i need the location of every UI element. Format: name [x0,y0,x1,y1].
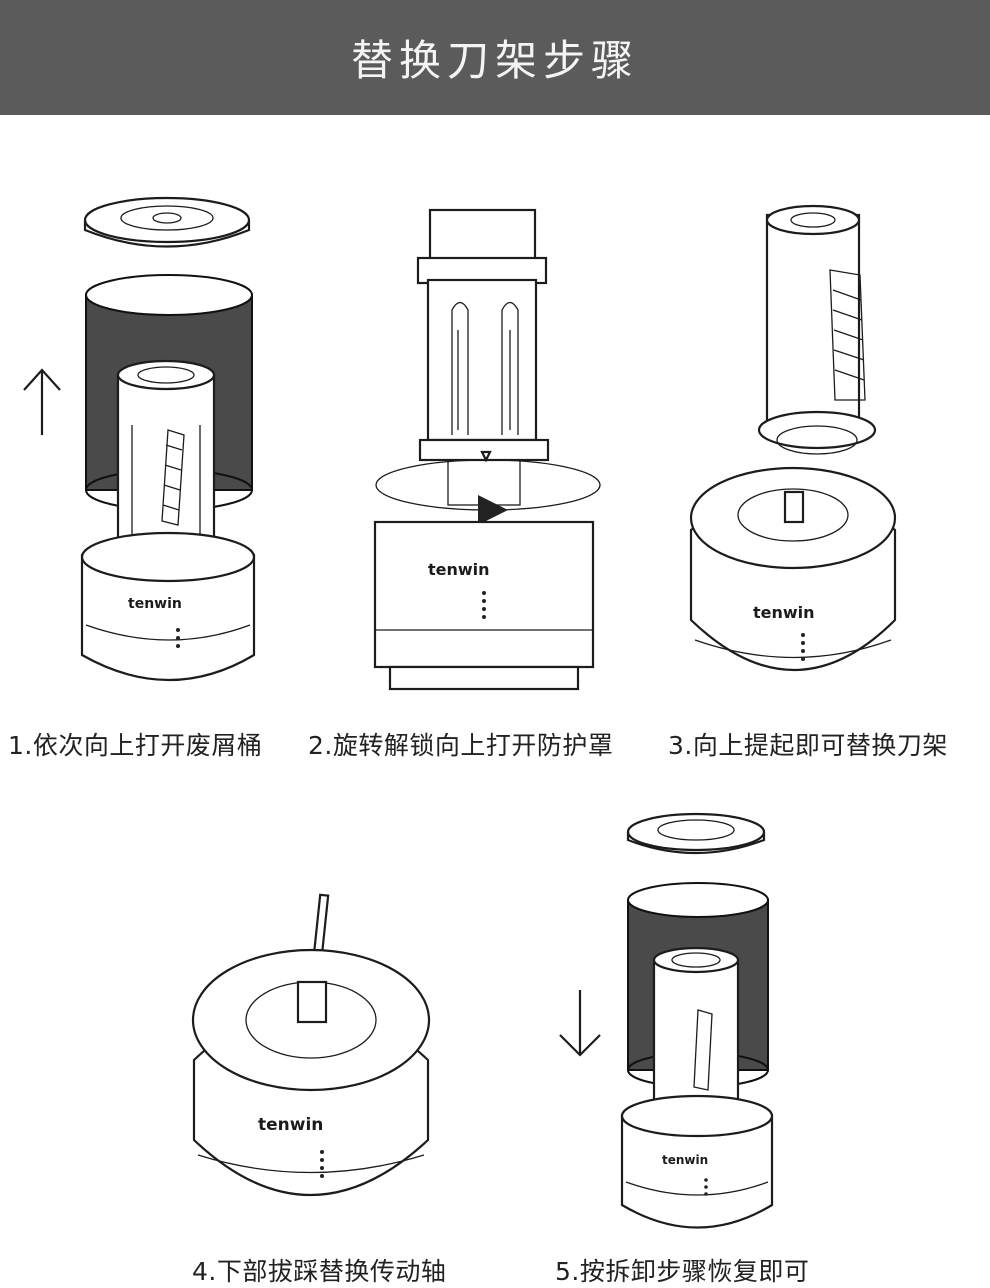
blade-holder-graphic [652,946,740,1112]
arrow-down-icon [559,990,601,1057]
rotate-arrow-icon [375,459,601,525]
blade-cartridge-graphic [757,204,877,455]
base-graphic: tenwin [689,466,897,671]
brand-logo-text-2: tenwin [428,560,490,579]
step-1-caption: 1.依次向上打开废屑桶 [8,731,263,760]
step-5-caption: 5.按拆卸步骤恢复即可 [555,1257,810,1286]
brand-logo-text-4: tenwin [258,1115,323,1135]
brand-logo-text-3: tenwin [753,603,815,622]
page-title: 替换刀架步骤 [350,36,639,85]
header-banner: 替换刀架步骤 [0,0,990,115]
blade-holder-graphic [116,359,216,547]
base-graphic: tenwin [373,520,595,691]
step-3-illustration: tenwin [685,200,900,705]
step-4-illustration: tenwin [190,890,435,1230]
step-2-illustration: tenwin [360,200,620,705]
base-graphic: tenwin [620,1094,774,1229]
brand-logo-text-5: tenwin [662,1153,708,1167]
arrow-up-icon [23,368,61,435]
lid-graphic [83,196,251,248]
brand-logo-text: tenwin [128,596,182,612]
guard-cover-graphic [416,208,550,506]
base-graphic: tenwin [191,948,431,1197]
base-graphic: tenwin [80,531,256,682]
step-4-caption: 4.下部拔踩替换传动轴 [192,1257,447,1286]
step-2-caption: 2.旋转解锁向上打开防护罩 [308,731,614,760]
step-1-illustration: tenwin [10,185,280,710]
step-5-illustration: tenwin [550,810,780,1240]
lid-graphic [626,812,766,855]
step-3-caption: 3.向上提起即可替换刀架 [668,731,948,760]
